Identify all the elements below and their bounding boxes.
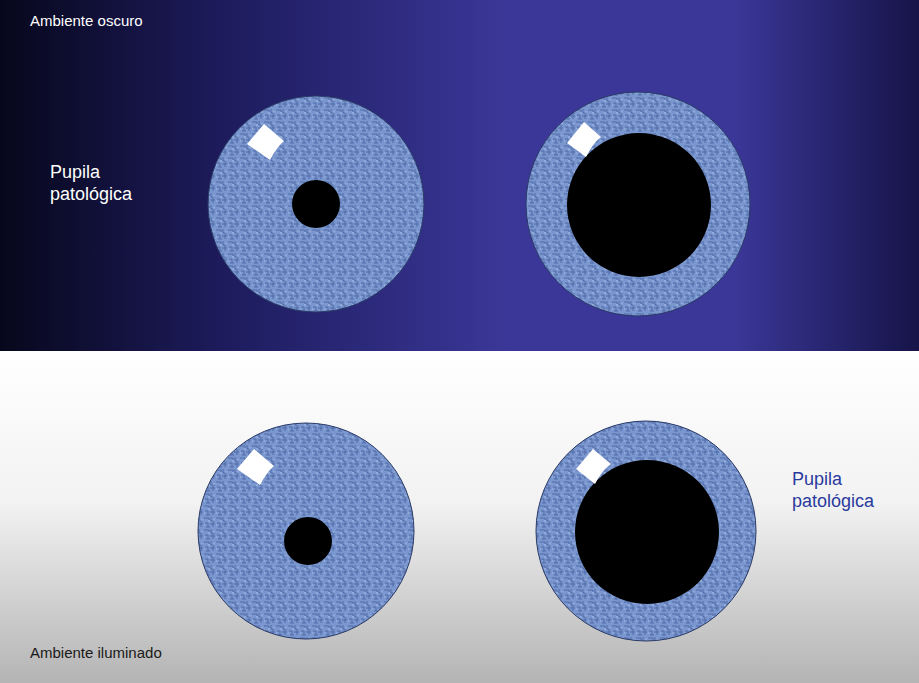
eye [208,96,424,312]
band-heading: Ambiente iluminado [30,644,162,662]
pathology-label: Pupila patológica [50,162,150,205]
band-heading: Ambiente oscuro [30,12,143,30]
eye [536,421,756,641]
lighting-band: Ambiente oscuroPupila patológica [0,0,919,351]
eye [526,92,750,316]
lighting-band: Pupila patológicaAmbiente iluminado [0,355,919,683]
eye [198,423,414,639]
pathology-label: Pupila patológica [792,469,892,512]
